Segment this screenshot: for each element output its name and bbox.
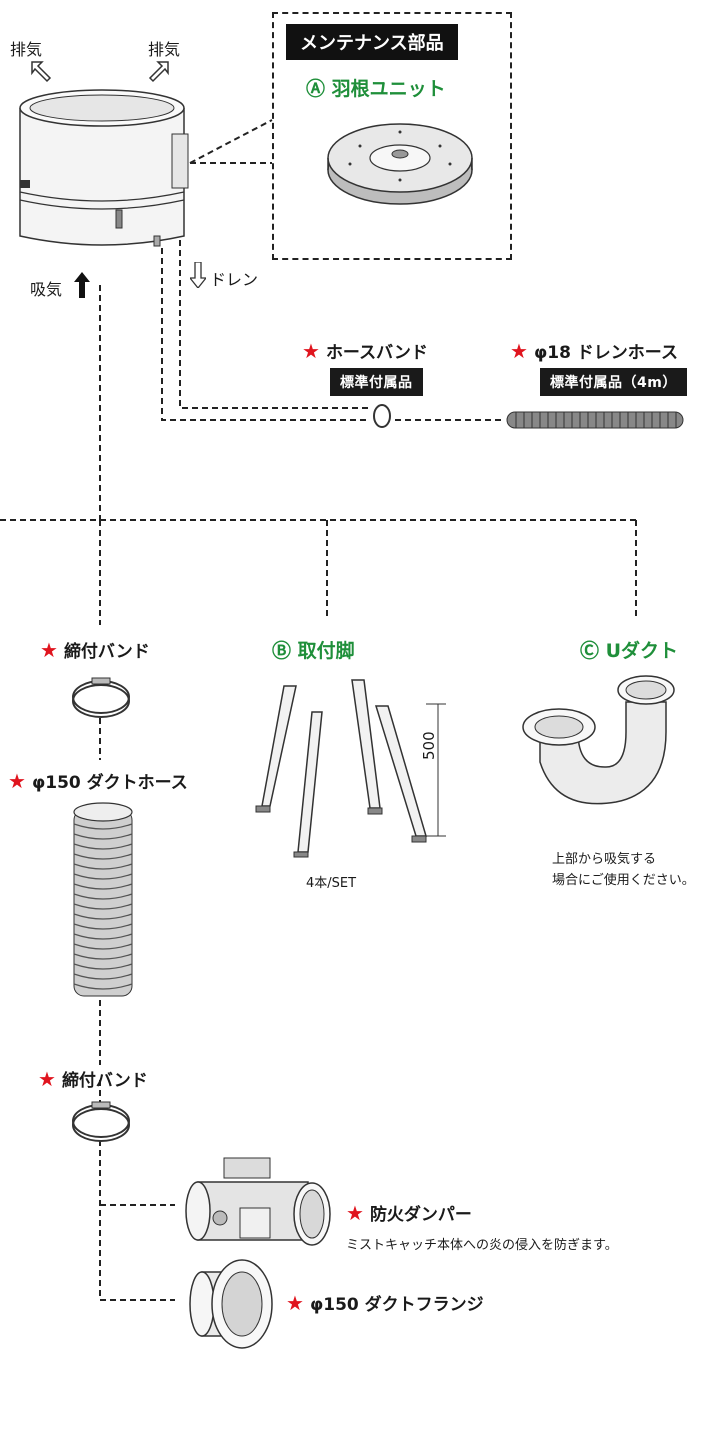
mount-legs-illustration xyxy=(255,679,446,858)
hose-band-tag: 標準付属品 xyxy=(330,368,423,396)
u-duct-note-line-2: 場合にご使用ください。 xyxy=(552,873,695,888)
mount-legs-label: Ⓑ 取付脚 xyxy=(272,640,355,662)
intake-arrow-icon xyxy=(74,272,90,298)
duct-flange-label: ★φ150 ダクトフランジ xyxy=(286,1291,484,1315)
mist-catch-unit-illustration xyxy=(19,89,189,247)
drain-hose-label: ★φ18 ドレンホース xyxy=(510,339,678,363)
maintenance-box xyxy=(272,12,512,260)
star-icon: ★ xyxy=(510,339,528,363)
fire-damper-illustration xyxy=(185,1157,331,1246)
mount-legs-note: 4本/SET xyxy=(306,876,357,891)
fan-unit-label: Ⓐ 羽根ユニット xyxy=(306,78,446,100)
u-duct-illustration xyxy=(522,675,675,805)
intake-label: 吸気 xyxy=(30,280,63,299)
fire-damper-note: ミストキャッチ本体への炎の侵入を防ぎます。 xyxy=(346,1238,618,1253)
clamp-band-1-label: ★締付バンド xyxy=(40,638,150,662)
star-icon: ★ xyxy=(286,1291,304,1315)
u-duct-note-line-1: 上部から吸気する xyxy=(552,852,657,867)
u-duct-label: Ⓒ Uダクト xyxy=(580,640,679,662)
drain-hose-illustration xyxy=(506,411,684,429)
exhaust-right-label: 排気 xyxy=(148,40,181,59)
drain-label: ドレン xyxy=(210,270,259,289)
star-icon: ★ xyxy=(346,1201,364,1225)
exhaust-arrow-left-icon xyxy=(31,61,52,83)
fan-unit-illustration xyxy=(327,123,473,205)
fire-damper-label: ★防火ダンパー xyxy=(346,1201,472,1225)
drain-hose-tag: 標準付属品（4m） xyxy=(540,368,687,396)
hose-band-illustration xyxy=(373,404,391,428)
star-icon: ★ xyxy=(302,339,320,363)
clamp-band-2-illustration xyxy=(72,1101,130,1142)
clamp-band-1-illustration xyxy=(72,677,130,718)
star-icon: ★ xyxy=(8,769,26,793)
exhaust-left-label: 排気 xyxy=(10,40,43,59)
exhaust-arrow-right-icon xyxy=(148,61,169,83)
star-icon: ★ xyxy=(40,638,58,662)
duct-hose-illustration xyxy=(73,802,133,997)
duct-flange-illustration xyxy=(189,1259,273,1349)
clamp-band-2-label: ★締付バンド xyxy=(38,1067,148,1091)
duct-hose-label: ★φ150 ダクトホース xyxy=(8,769,188,793)
maintenance-title: メンテナンス部品 xyxy=(286,24,458,60)
star-icon: ★ xyxy=(38,1067,56,1091)
mount-legs-dimension: 500 xyxy=(420,731,438,760)
hose-band-label: ★ホースバンド xyxy=(302,339,428,363)
drain-arrow-icon xyxy=(190,262,206,288)
